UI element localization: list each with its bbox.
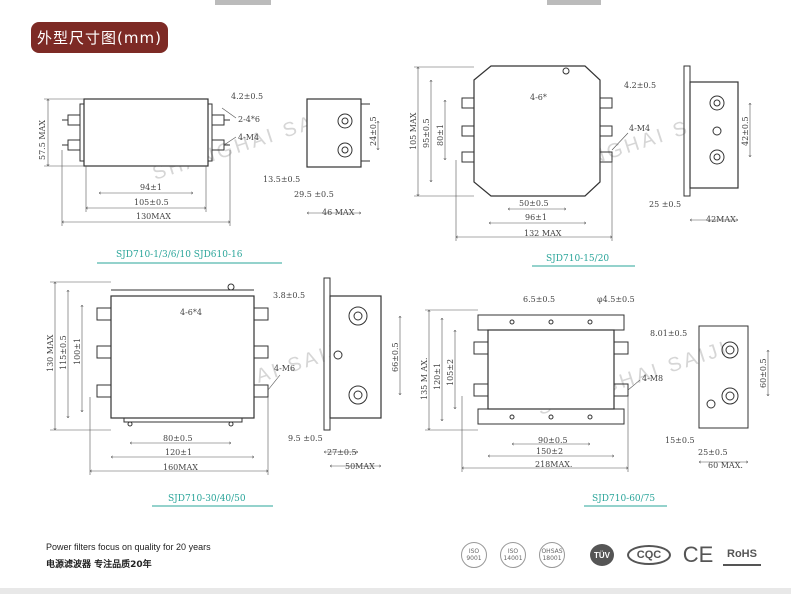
d3-side-50: 50MAX	[345, 462, 375, 471]
d3-side-view	[329, 295, 382, 419]
d1-body	[83, 98, 209, 167]
d2-side-view	[689, 81, 739, 189]
d3-caption: SJD710-30/40/50	[168, 494, 246, 504]
diagram-3: 130 MAX 115±0.5 100±1 4-6*4 3.8±0.5 4-M6…	[46, 277, 400, 507]
d1-caption: SJD710-1/3/6/10 SJD610-16	[116, 250, 243, 260]
d1-dim-4-2: 4.2±0.5	[231, 92, 263, 101]
ce-cert-icon: CE	[682, 542, 714, 567]
d4-dim-6-5: 6.5±0.5	[523, 295, 555, 304]
d4-height-120: 120±1	[433, 363, 442, 390]
d4-dim-8-01: 8.01±0.5	[650, 329, 687, 338]
diagram-1: 57.5 MAX 4.2±0.5 2-4*6 4-M4 94±1 105±0.5…	[38, 92, 378, 264]
d4-dim-150: 150±2	[536, 447, 563, 456]
d2-height-95: 95±0.5	[422, 118, 431, 148]
top-fragment-left	[215, 0, 271, 5]
d1-dim-holes: 2-4*6	[238, 115, 260, 124]
d3-height-100: 100±1	[73, 338, 82, 365]
d3-side-9-5: 9.5 ±0.5	[288, 434, 323, 443]
d4-side-60max: 60 MAX.	[708, 461, 743, 470]
d1-side-view	[306, 98, 362, 168]
d2-dim-m4: 4-M4	[629, 124, 650, 133]
d1-dim-105: 105±0.5	[134, 198, 169, 207]
iso-14001-badge: ISO 14001	[500, 542, 526, 568]
d2-height-80: 80±1	[436, 124, 445, 146]
footer-tagline-en: Power filters focus on quality for 20 ye…	[46, 542, 211, 552]
d4-side-60: 60±0.5	[759, 358, 768, 388]
section-title: 外型尺寸图(mm)	[31, 22, 168, 53]
cqc-cert-icon: CQC	[627, 545, 671, 565]
d3-height-130: 130 MAX	[46, 334, 55, 372]
d3-dim-80: 80±0.5	[163, 434, 193, 443]
top-fragment-right	[547, 0, 601, 5]
d4-dim-m8: 4-M8	[642, 374, 663, 383]
d4-dim-218: 218MAX.	[535, 460, 572, 469]
bottom-bar	[0, 588, 791, 594]
d1-dim-m4: 4-M4	[238, 133, 259, 142]
d2-dim-4-6: 4-6*	[530, 93, 547, 102]
d2-dim-132: 132 MAX	[524, 229, 562, 238]
d3-dim-4-6: 4-6*4	[180, 308, 202, 317]
d3-dim-m6: 4-M6	[274, 364, 295, 373]
d2-height-105: 105 MAX	[409, 112, 418, 150]
d2-side-42: 42±0.5	[741, 116, 750, 146]
d4-body	[487, 329, 615, 410]
d4-side-view	[698, 325, 749, 429]
d2-caption: SJD710-15/20	[546, 254, 609, 264]
d1-dim-94: 94±1	[140, 183, 162, 192]
d1-side-29-5: 29.5 ±0.5	[294, 190, 334, 199]
d4-dim-phi: φ4.5±0.5	[597, 295, 635, 304]
footer-tagline-cn: 电源滤波器 专注品质20年	[46, 560, 152, 570]
d4-height-135: 135 M AX.	[420, 357, 429, 400]
d4-height-105: 105±2	[446, 359, 455, 386]
d1-height-max: 57.5 MAX	[38, 120, 47, 160]
d1-dim-130: 130MAX	[136, 212, 171, 221]
d1-side-46: 46 MAX	[322, 208, 355, 217]
d3-height-115: 115±0.5	[59, 335, 68, 370]
d4-caption: SJD710-60/75	[592, 494, 655, 504]
d4-side-25: 25±0.5	[698, 448, 728, 457]
d3-side-66: 66±0.5	[391, 342, 400, 372]
d2-dim-50: 50±0.5	[519, 199, 549, 208]
d2-dim-96: 96±1	[525, 213, 547, 222]
d4-dim-90: 90±0.5	[538, 436, 568, 445]
diagram-4: 6.5±0.5 φ4.5±0.5 8.01±0.5 135 M AX. 120±…	[420, 295, 768, 507]
d3-dim-3-8: 3.8±0.5	[273, 291, 305, 300]
d2-dim-4-2: 4.2±0.5	[624, 81, 656, 90]
iso-9001-badge: ISO 9001	[461, 542, 487, 568]
d1-side-24: 24±0.5	[369, 116, 378, 146]
rohs-cert-icon: RoHS	[723, 544, 761, 566]
tuv-cert-icon: TÜV	[590, 544, 614, 566]
d4-side-15: 15±0.5	[665, 436, 695, 445]
d3-side-27: 27±0.5	[327, 448, 357, 457]
d3-dim-120: 120±1	[165, 448, 192, 457]
d2-body	[473, 65, 601, 197]
d3-dim-160: 160MAX	[163, 463, 198, 472]
diagram-2: 105 MAX 95±0.5 80±1 4-6* 4.2±0.5 4-M4 50…	[409, 65, 750, 267]
d1-side-13-5: 13.5±0.5	[263, 175, 300, 184]
ohsas-18001-badge: OHSAS 18001	[539, 542, 565, 568]
d2-side-25: 25 ±0.5	[649, 200, 681, 209]
d2-side-42max: 42MAX	[706, 215, 736, 224]
